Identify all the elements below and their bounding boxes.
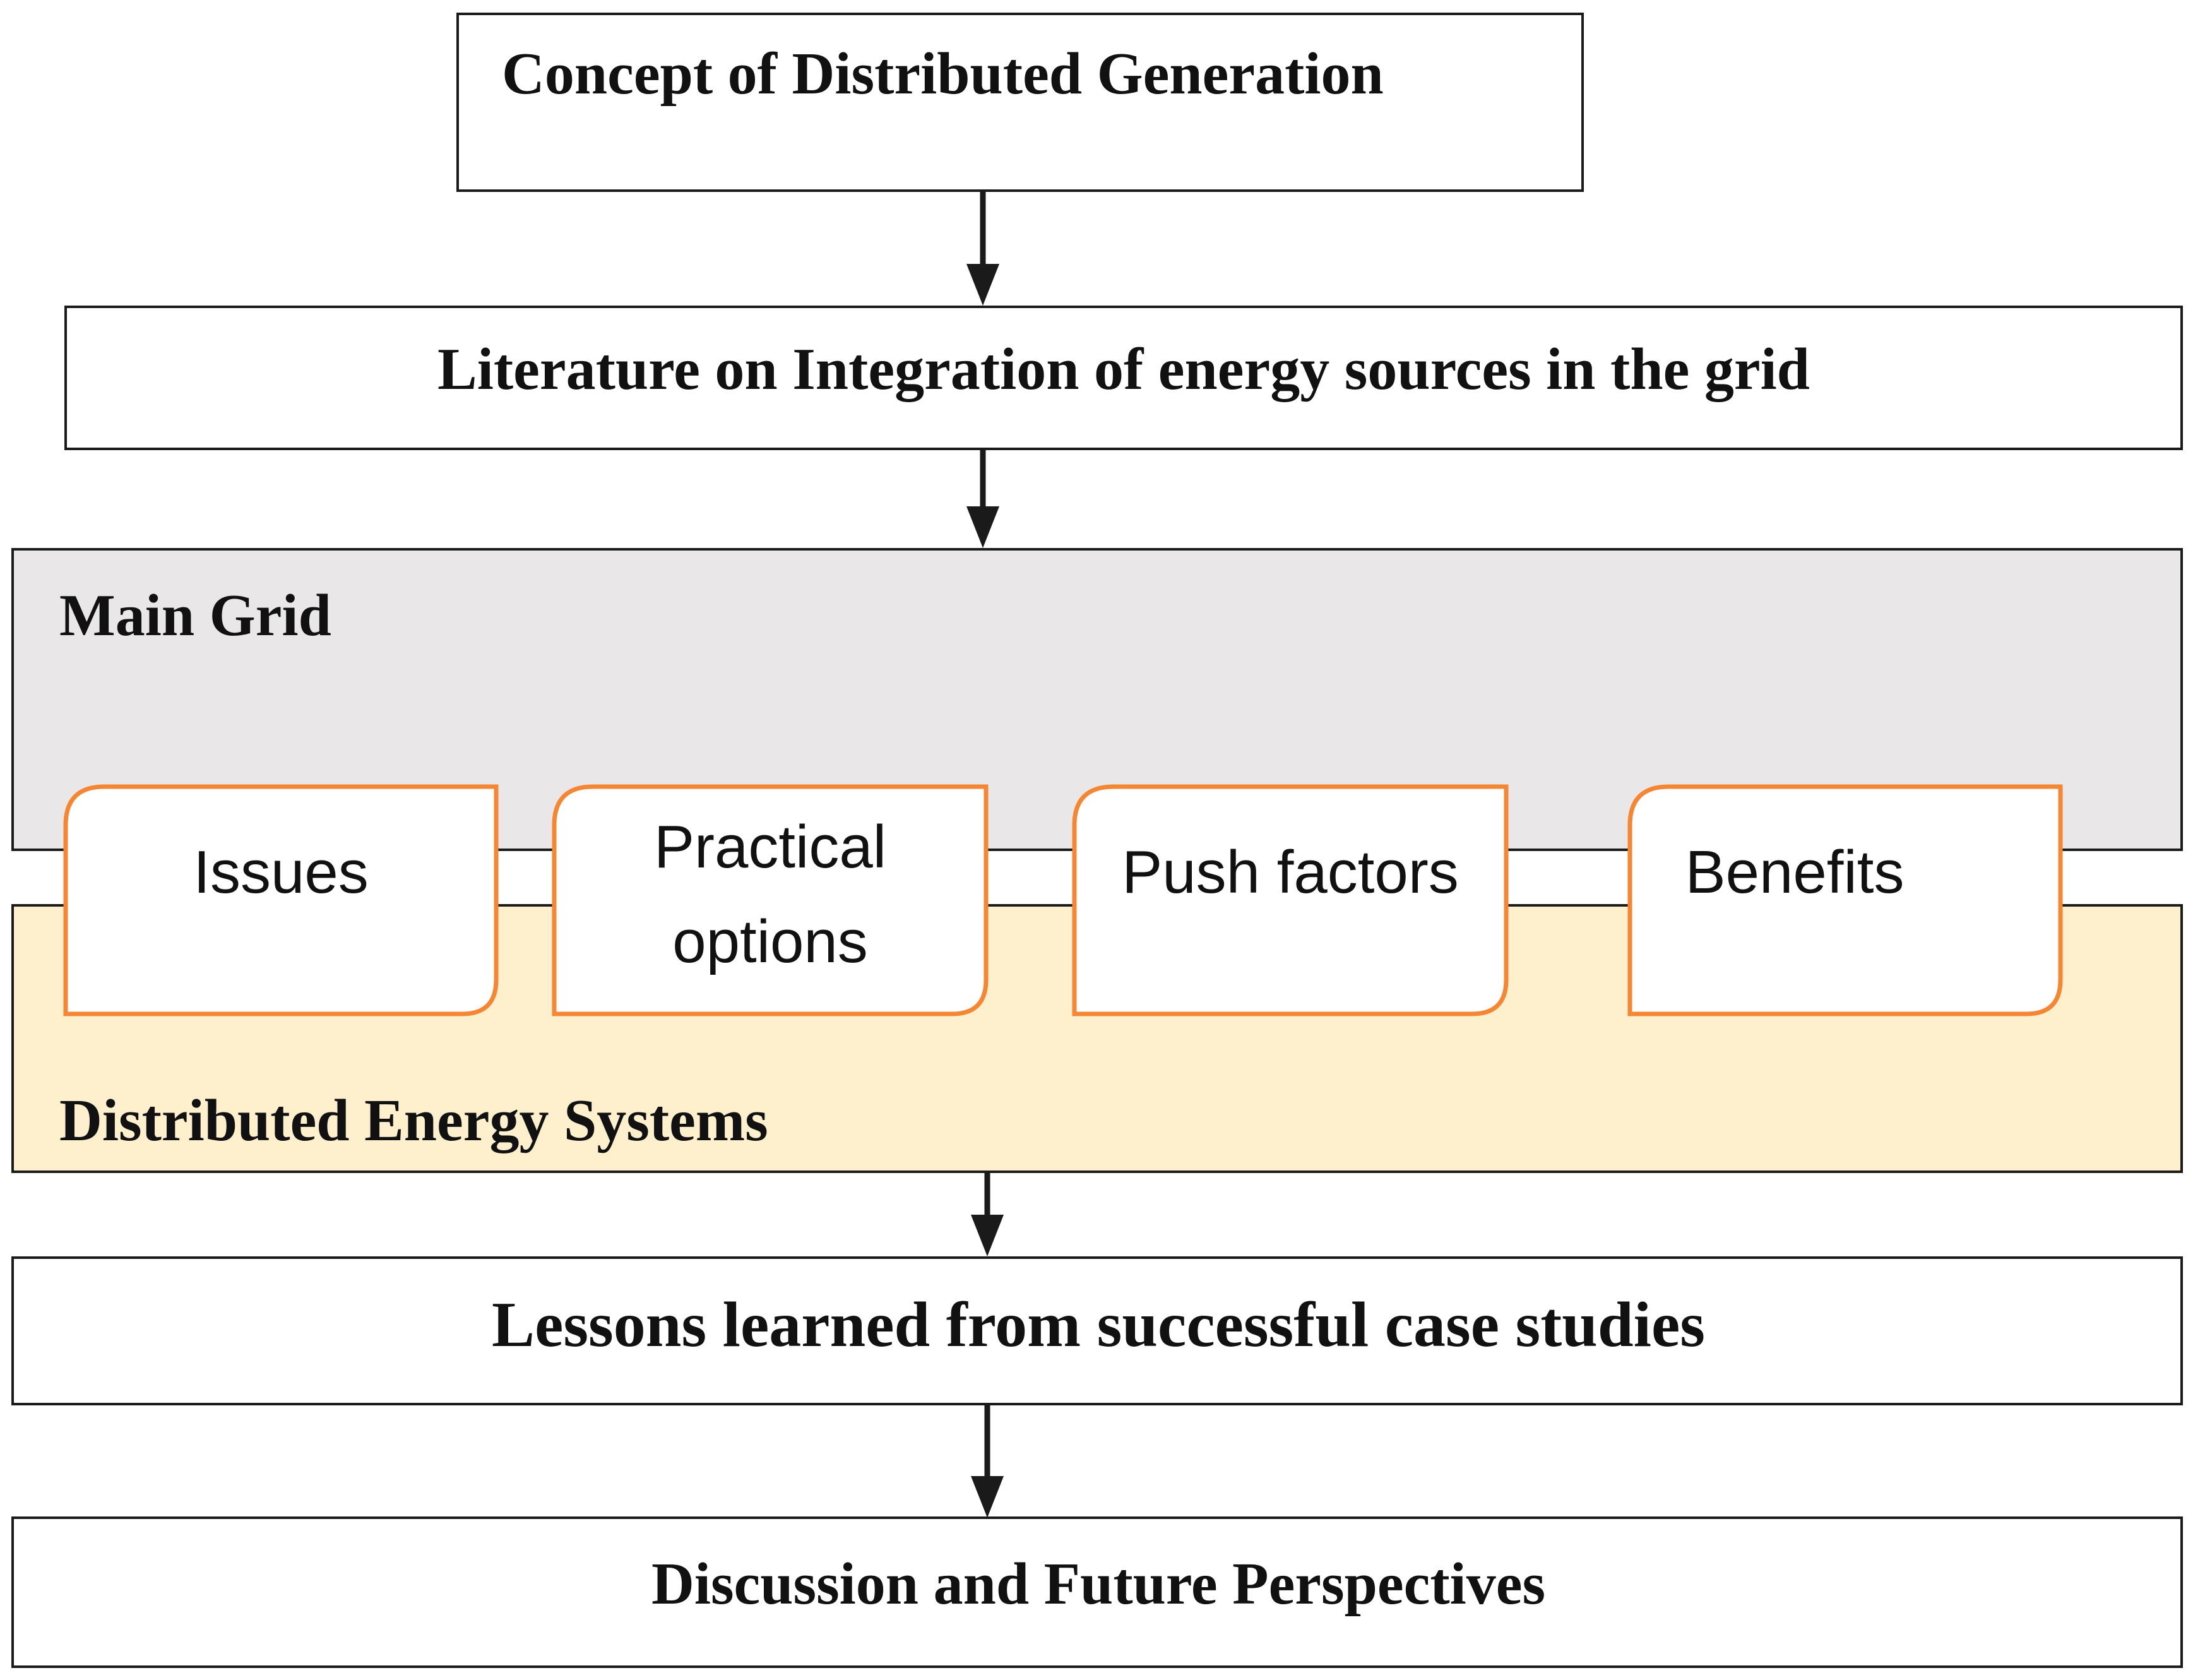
lessons-step: Lessons learned from successful case stu… bbox=[11, 1256, 2183, 1405]
literature-label: Literature on Integration of energy sour… bbox=[437, 337, 1810, 402]
arrowhead-3 bbox=[971, 1215, 1004, 1256]
main-grid-label: Main Grid bbox=[59, 583, 331, 648]
discussion-box bbox=[11, 1516, 2183, 1668]
topic-label-line-1: Practical bbox=[654, 813, 886, 881]
topic-card bbox=[1627, 784, 2063, 1016]
arrowhead-2 bbox=[966, 506, 999, 548]
topic-benefits: Benefits bbox=[1627, 784, 2063, 1016]
distributed-energy-label: Distributed Energy Systems bbox=[59, 1088, 768, 1153]
topic-card bbox=[1072, 784, 1509, 1016]
discussion-label: Discussion and Future Perspectives bbox=[651, 1551, 1545, 1617]
topic-practical-options: Practical options bbox=[552, 784, 989, 1016]
concept-box bbox=[456, 13, 1584, 192]
literature-step: Literature on Integration of energy sour… bbox=[64, 306, 2183, 450]
arrowhead-4 bbox=[971, 1476, 1004, 1518]
concept-step: Concept of Distributed Generation bbox=[456, 13, 1584, 192]
topic-push-factors: Push factors bbox=[1072, 784, 1509, 1016]
arrowhead-1 bbox=[966, 264, 999, 306]
topic-label: Benefits bbox=[1685, 838, 1905, 906]
topic-card bbox=[552, 784, 989, 1016]
topic-label-line-2: options bbox=[672, 908, 868, 975]
topic-label: Issues bbox=[193, 838, 368, 906]
literature-box bbox=[64, 306, 2183, 450]
topic-issues: Issues bbox=[63, 784, 499, 1016]
lessons-label: Lessons learned from successful case stu… bbox=[492, 1289, 1705, 1361]
concept-label: Concept of Distributed Generation bbox=[502, 41, 1384, 107]
discussion-step: Discussion and Future Perspectives bbox=[11, 1516, 2183, 1668]
topic-label: Push factors bbox=[1122, 838, 1459, 906]
lessons-box bbox=[11, 1256, 2183, 1405]
topic-card bbox=[63, 784, 499, 1016]
